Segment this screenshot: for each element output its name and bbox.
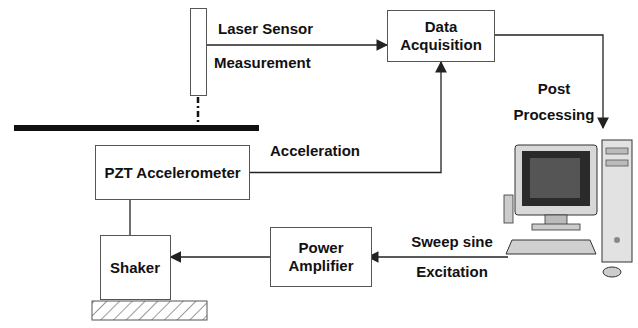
sensor-box: PZT Accelerometer (95, 145, 250, 200)
connector (129, 200, 130, 235)
node-label: Data Acquisition (388, 16, 494, 56)
edge-label: Acceleration (270, 142, 390, 160)
node-label: Shaker (106, 257, 164, 279)
process-label: Post Processing (510, 76, 598, 128)
process-box: Data Acquisition (387, 10, 495, 62)
beam (14, 125, 259, 131)
connector (171, 256, 271, 257)
node-label: Power Amplifier (271, 237, 371, 277)
edge-label: Measurement (214, 54, 324, 72)
computer-icon (504, 140, 632, 277)
ground-hatch (92, 301, 207, 320)
laser-beam (197, 97, 200, 124)
connector (207, 44, 387, 45)
signal-label: Sweep sine Excitation (400, 227, 504, 287)
amplifier-box: Power Amplifier (270, 227, 372, 287)
connector (250, 62, 441, 173)
node-label: Laser Sensor (216, 20, 315, 38)
laser-sensor: Laser Sensor (190, 8, 207, 96)
shaker-box: Shaker (100, 235, 171, 300)
excitation-arrow (368, 256, 508, 257)
post-processing-arrow (490, 35, 603, 128)
node-label: PZT Accelerometer (100, 162, 244, 184)
